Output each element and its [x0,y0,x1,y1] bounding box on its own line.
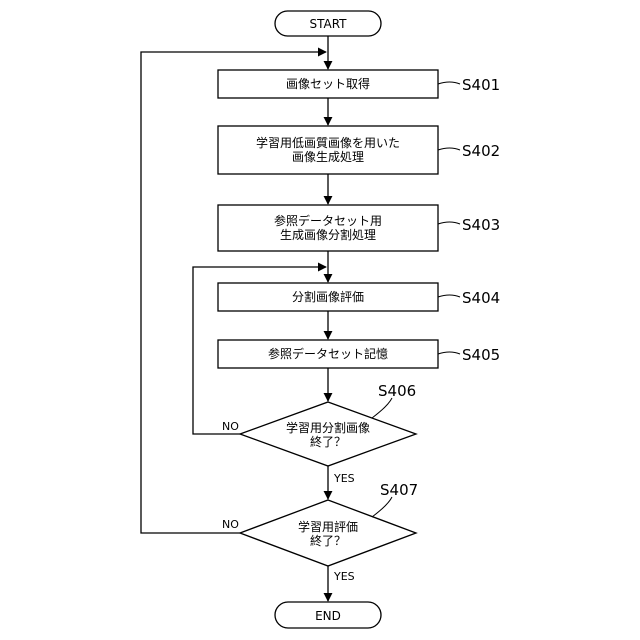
process-label-s404: 分割画像評価 [292,289,364,304]
step-leader-s405 [438,352,460,354]
decision-label-s406-line1: 学習用分割画像 [286,420,370,435]
step-id-s404: S404 [462,289,500,307]
branch-yes-s406: YES [333,472,355,485]
step-leader-s403 [438,222,460,224]
step-leader-s401 [438,82,460,84]
process-label-s402-line1: 学習用低画質画像を用いた [256,135,400,150]
branch-no-s407: NO [222,518,239,531]
step-id-s401: S401 [462,76,500,94]
step-leader-s402 [438,148,460,150]
decision-label-s406-line2: 終了？ [310,434,346,449]
process-label-s402-line2: 画像生成処理 [292,150,364,164]
step-leader-s406 [372,398,392,418]
process-label-s405: 参照データセット記憶 [268,346,388,361]
step-id-s406: S406 [378,382,416,400]
branch-no-s406: NO [222,420,239,433]
step-id-s405: S405 [462,346,500,364]
process-label-s403-line2: 生成画像分割処理 [280,227,376,242]
end-label: END [315,609,341,623]
step-leader-s407 [372,497,392,517]
step-id-s402: S402 [462,142,500,160]
step-id-s403: S403 [462,216,500,234]
step-leader-s404 [438,295,460,297]
step-id-s407: S407 [380,481,418,499]
decision-label-s407-line1: 学習用評価 [298,519,358,534]
start-label: START [309,17,347,31]
process-label-s401: 画像セット取得 [286,76,370,91]
process-label-s403-line1: 参照データセット用 [274,213,382,228]
branch-yes-s407: YES [333,570,355,583]
decision-label-s407-line2: 終了？ [310,533,346,548]
